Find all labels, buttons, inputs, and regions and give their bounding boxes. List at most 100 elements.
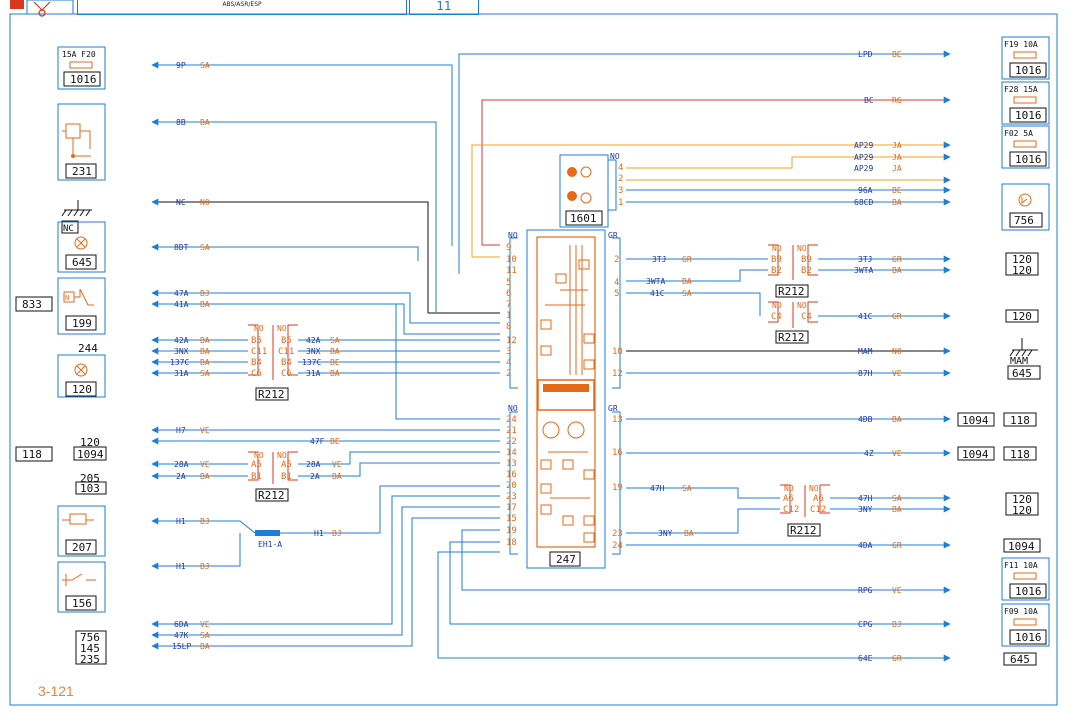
- svg-text:NO: NO: [797, 301, 807, 310]
- svg-text:BA: BA: [200, 358, 210, 367]
- component-756-right: 756: [1001, 183, 1050, 231]
- component-244-120: 244 120: [57, 342, 106, 398]
- svg-text:6DA: 6DA: [174, 620, 189, 629]
- svg-text:SA: SA: [200, 369, 210, 378]
- component-120-right: 120: [1005, 309, 1039, 323]
- component-833: 833: [15, 296, 53, 312]
- component-number: 156: [72, 597, 92, 610]
- svg-text:BA: BA: [332, 472, 342, 481]
- component-number: 120: [72, 383, 92, 396]
- component-number: 833: [22, 298, 42, 311]
- svg-text:A6: A6: [783, 494, 794, 504]
- svg-text:F28 15A: F28 15A: [1004, 85, 1038, 94]
- svg-text:4Z: 4Z: [864, 449, 874, 458]
- svg-text:BA: BA: [684, 529, 694, 538]
- svg-text:GR: GR: [892, 541, 902, 550]
- svg-text:16: 16: [506, 470, 517, 480]
- svg-text:NO: NO: [277, 451, 287, 460]
- svg-text:SA: SA: [330, 336, 340, 345]
- svg-text:47H: 47H: [858, 494, 873, 503]
- component-number: 207: [72, 541, 92, 554]
- svg-text:CPG: CPG: [858, 620, 873, 629]
- left-wires: [151, 61, 500, 650]
- svg-text:NO: NO: [797, 244, 807, 253]
- svg-text:NO: NO: [784, 484, 794, 493]
- svg-text:3WTA: 3WTA: [854, 266, 873, 275]
- svg-text:28A: 28A: [174, 460, 189, 469]
- component-120-120-right: 120 120: [1005, 252, 1039, 277]
- svg-text:47K: 47K: [174, 631, 189, 640]
- svg-text:24: 24: [506, 415, 517, 425]
- svg-text:645: 645: [1010, 653, 1030, 666]
- svg-text:BC: BC: [864, 96, 874, 105]
- svg-text:H1: H1: [314, 529, 324, 538]
- svg-text:F09 10A: F09 10A: [1004, 607, 1038, 616]
- svg-text:A5: A5: [281, 460, 292, 470]
- svg-text:MAM: MAM: [858, 347, 873, 356]
- svg-text:8B: 8B: [176, 118, 186, 127]
- svg-text:R212: R212: [258, 489, 285, 502]
- svg-text:BJ: BJ: [200, 289, 210, 298]
- svg-text:F11 10A: F11 10A: [1004, 561, 1038, 570]
- svg-text:22: 22: [506, 437, 517, 447]
- svg-text:N: N: [65, 294, 69, 302]
- svg-text:BE: BE: [892, 186, 902, 195]
- svg-text:H1: H1: [176, 517, 186, 526]
- svg-text:14: 14: [506, 448, 517, 458]
- svg-text:137C: 137C: [302, 358, 321, 367]
- svg-text:BA: BA: [892, 415, 902, 424]
- svg-text:118: 118: [1010, 414, 1030, 427]
- svg-text:42A: 42A: [174, 336, 189, 345]
- svg-text:1: 1: [618, 198, 623, 208]
- component-645-right: 645: [1003, 652, 1037, 666]
- svg-text:BJ: BJ: [332, 529, 342, 538]
- svg-text:VE: VE: [200, 426, 210, 435]
- svg-text:21: 21: [506, 426, 517, 436]
- svg-text:17: 17: [506, 503, 517, 513]
- svg-text:NO: NO: [254, 451, 264, 460]
- svg-text:A5: A5: [251, 460, 262, 470]
- svg-text:3NY: 3NY: [658, 529, 673, 538]
- header-system-title: ABS/ASR/ESP: [77, 0, 407, 15]
- component-number: 756: [80, 631, 100, 644]
- svg-text:47F: 47F: [310, 437, 325, 446]
- svg-text:3TJ: 3TJ: [652, 255, 666, 264]
- svg-text:120: 120: [1012, 493, 1032, 506]
- header-page-number: 11: [409, 0, 479, 15]
- svg-text:2A: 2A: [310, 472, 320, 481]
- svg-text:NO: NO: [254, 324, 264, 333]
- svg-text:3: 3: [618, 186, 623, 196]
- fuse-f19: F19 10A 1016: [1001, 36, 1050, 80]
- svg-text:1016: 1016: [1015, 64, 1042, 77]
- svg-text:BA: BA: [200, 642, 210, 651]
- component-number: 103: [80, 482, 100, 495]
- fuse-f09: F09 10A 1016: [1001, 603, 1050, 647]
- ground-label: NC: [63, 224, 74, 234]
- svg-text:B9: B9: [801, 255, 812, 265]
- svg-text:NO: NO: [610, 152, 620, 161]
- svg-text:8DT: 8DT: [174, 243, 189, 252]
- svg-text:1601: 1601: [570, 212, 597, 225]
- svg-text:C6: C6: [281, 369, 292, 379]
- svg-text:47A: 47A: [174, 289, 189, 298]
- component-156: 156: [57, 561, 106, 613]
- component-number: 235: [80, 653, 100, 666]
- svg-text:B5: B5: [281, 336, 292, 346]
- svg-text:VE: VE: [892, 449, 902, 458]
- svg-text:2A: 2A: [176, 472, 186, 481]
- svg-text:137C: 137C: [170, 358, 189, 367]
- svg-text:41C: 41C: [650, 289, 665, 298]
- svg-text:1: 1: [506, 311, 511, 321]
- component-1094-118-upper: 1094 118: [957, 412, 1037, 427]
- svg-text:B1: B1: [281, 472, 292, 482]
- component-number: 645: [72, 256, 92, 269]
- svg-text:41A: 41A: [174, 300, 189, 309]
- component-205-103: 205 103: [75, 472, 107, 495]
- svg-text:SA: SA: [682, 484, 692, 493]
- component-247-abs-module: NO GR NO GR 247 9 10 11 5 6 7 1 8 12 3: [506, 229, 623, 569]
- component-1094-118-lower: 1094 118: [957, 446, 1037, 461]
- svg-text:3TJ: 3TJ: [858, 255, 872, 264]
